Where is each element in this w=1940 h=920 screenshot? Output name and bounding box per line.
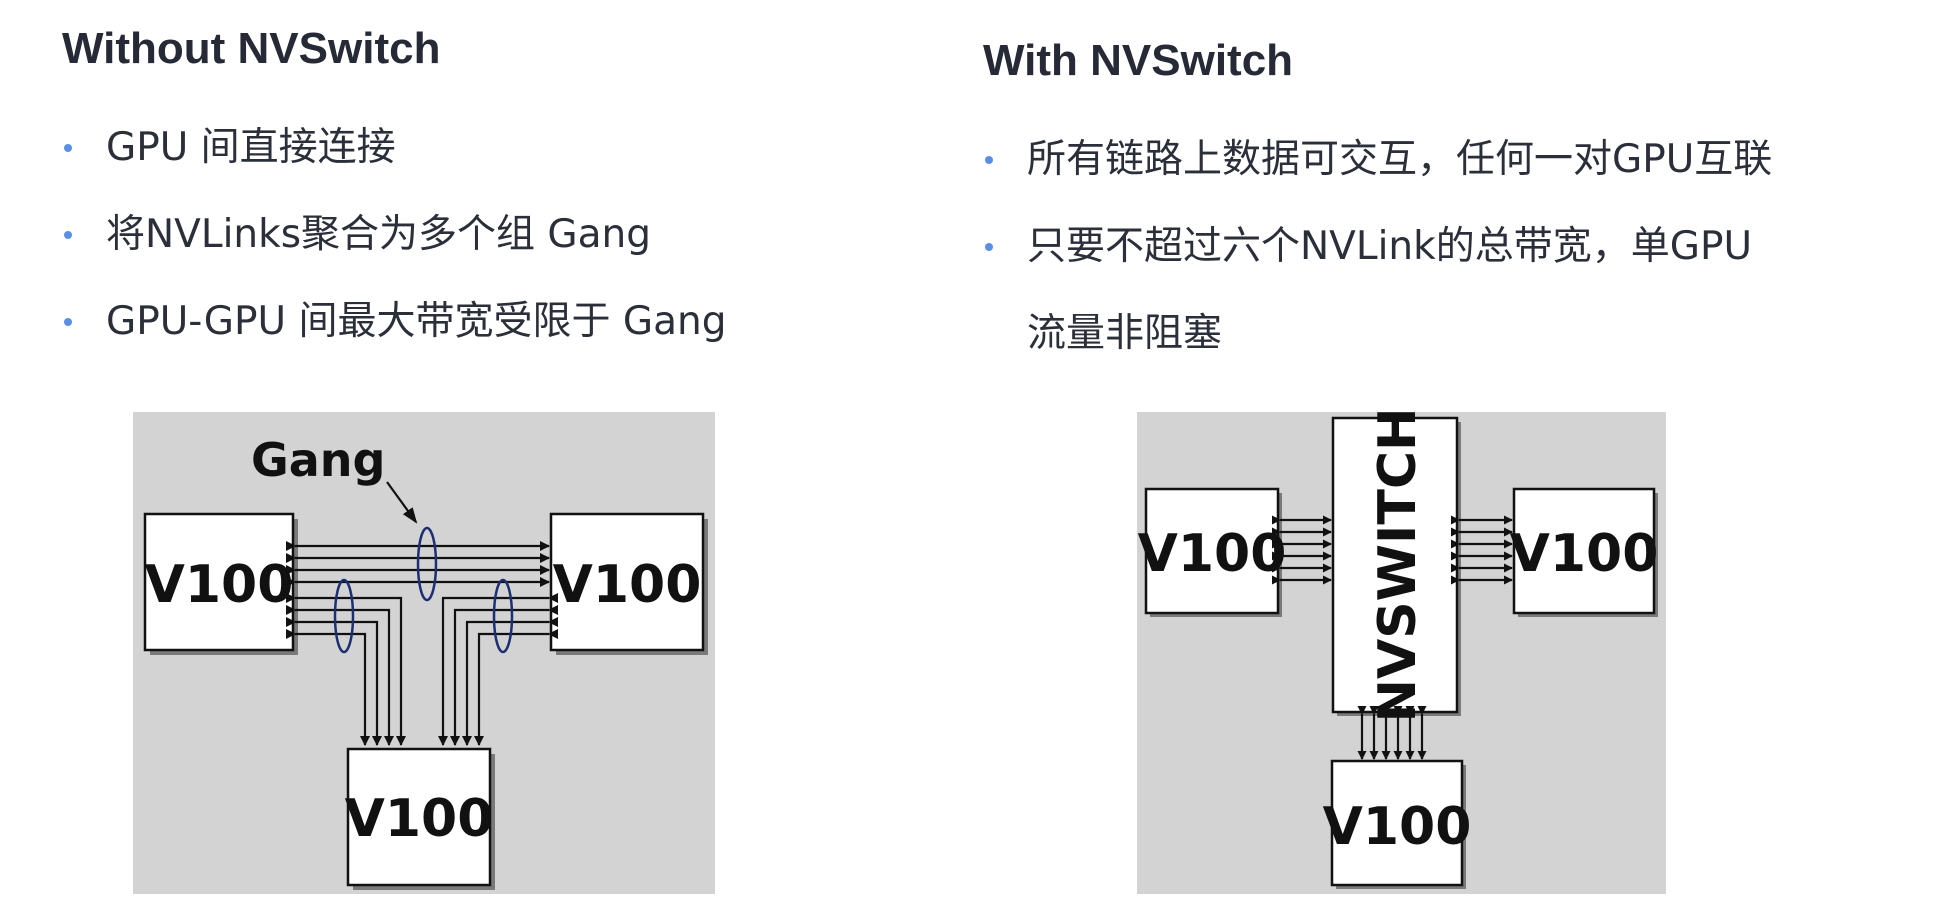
bullet-dot-icon: [985, 156, 993, 164]
left-bullet-item: GPU 间直接连接: [62, 104, 726, 191]
gpu-bottom: V100: [1323, 759, 1472, 889]
gpu-label: V100: [553, 555, 702, 615]
gpu-label: V100: [345, 789, 494, 849]
bullet-dot-icon: [64, 231, 72, 239]
nvswitch-label: NVSWITCH: [1368, 412, 1428, 723]
right-bullet-item: 只要不超过六个NVLink的总带宽，单GPU 流量非阻塞: [983, 203, 1772, 377]
gpu-right: V100: [549, 512, 708, 655]
right-bullet-text: 所有链路上数据可交互，任何一对GPU互联: [1027, 137, 1773, 182]
gang-label: Gang: [251, 433, 385, 487]
diagram-with-nvswitch-svg: NVSWITCH V100 V100 V100: [1138, 412, 1659, 889]
diagram-without-nvswitch-svg: V100 V100 V100: [143, 433, 708, 890]
left-title: Without NVSwitch: [62, 24, 441, 73]
right-bullet-item: 所有链路上数据可交互，任何一对GPU互联: [983, 116, 1772, 203]
gpu-left: V100: [143, 512, 298, 655]
bullet-dot-icon: [64, 318, 72, 326]
left-bullet-item: GPU-GPU 间最大带宽受限于 Gang: [62, 278, 726, 365]
gpu-left: V100: [1138, 487, 1287, 617]
gang-ellipse-top: [416, 526, 438, 602]
diagram-without-nvswitch: V100 V100 V100: [133, 412, 715, 894]
gpu-label: V100: [1138, 524, 1287, 584]
left-bullet-text: 将NVLinks聚合为多个组 Gang: [106, 212, 652, 257]
gang-ellipse-right: [492, 578, 514, 654]
gpu-bottom: V100: [345, 747, 495, 890]
right-bullet-text-wrap: 流量非阻塞: [1027, 311, 1223, 356]
right-title: With NVSwitch: [983, 36, 1294, 85]
left-bullet-list: GPU 间直接连接 将NVLinks聚合为多个组 Gang GPU-GPU 间最…: [62, 104, 726, 365]
links-right-bottom: [438, 593, 558, 746]
left-bullet-text: GPU 间直接连接: [106, 125, 396, 170]
diagram-with-nvswitch: NVSWITCH V100 V100 V100: [1137, 412, 1666, 894]
bullet-dot-icon: [985, 243, 993, 251]
links-switch-right: [1451, 515, 1513, 585]
gpu-right: V100: [1510, 487, 1659, 617]
links-left-switch: [1272, 515, 1332, 585]
right-bullet-text: 只要不超过六个NVLink的总带宽，单GPU: [1027, 224, 1753, 269]
gpu-label: V100: [1323, 797, 1472, 857]
bullet-dot-icon: [64, 144, 72, 152]
gpu-label: V100: [145, 555, 294, 615]
gang-pointer-arrow: [386, 481, 418, 524]
left-bullet-text: GPU-GPU 间最大带宽受限于 Gang: [106, 299, 727, 344]
nvswitch-box: NVSWITCH: [1331, 412, 1461, 723]
links-left-right: [286, 541, 550, 587]
links-switch-bottom: [1357, 706, 1427, 760]
right-bullet-list: 所有链路上数据可交互，任何一对GPU互联 只要不超过六个NVLink的总带宽，单…: [983, 116, 1772, 377]
gang-ellipse-left: [333, 578, 355, 654]
left-bullet-item: 将NVLinks聚合为多个组 Gang: [62, 191, 726, 278]
links-left-bottom: [286, 593, 406, 746]
gpu-label: V100: [1510, 524, 1659, 584]
